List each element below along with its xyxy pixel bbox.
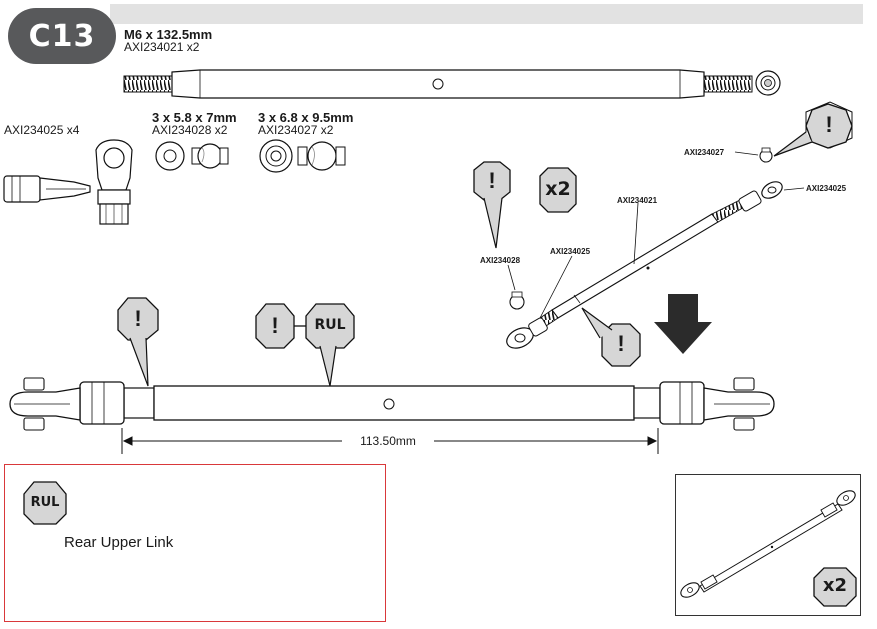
- dimension-line: [121, 428, 659, 454]
- hex-nut-icon: [755, 70, 781, 96]
- rod-end-right-assembled-icon: [659, 377, 775, 431]
- assembly-rul-tag: RUL: [314, 317, 346, 333]
- large-ball-washer-icon: [259, 139, 293, 173]
- callout-axi234021: AXI234021: [617, 196, 658, 205]
- small-ball-stud-icon: [191, 143, 229, 169]
- large-ball-part-number: AXI234027 x2: [258, 123, 334, 137]
- header-bar: [110, 4, 863, 24]
- main-part-size: M6 x 132.5mm: [124, 27, 213, 42]
- step-badge: C13: [8, 8, 116, 64]
- thumbnail-qty-label: x2: [822, 575, 848, 596]
- exploded-rod-end-left-icon: [506, 317, 548, 349]
- legend-box: [4, 464, 386, 622]
- rear-upper-link-icon: [123, 385, 661, 421]
- exploded-ball-left-icon: [509, 291, 525, 310]
- thumbnail-qty-octagon-icon: [813, 567, 857, 607]
- down-arrow-icon: [654, 294, 712, 354]
- turnbuckle-rod-icon: [123, 69, 753, 99]
- callout-axi234025-right: AXI234025: [806, 184, 847, 193]
- legend-description: Rear Upper Link: [64, 534, 174, 551]
- legend-rul-octagon-icon: [23, 481, 67, 525]
- ball-end-part-number: AXI234025 x4: [4, 123, 80, 137]
- rod-end-left-assembled-icon: [9, 377, 125, 431]
- alert-octagon-icon: [773, 101, 853, 157]
- qty-label: x2: [545, 178, 571, 200]
- callout-axi234027: AXI234027: [684, 148, 725, 157]
- alert-octagon-icon: [117, 297, 159, 387]
- thumbnail-link-icon: [680, 490, 856, 598]
- alert-mark: !: [617, 331, 625, 356]
- rod-end-front-icon: [95, 139, 133, 225]
- qty-octagon-icon: [539, 167, 577, 213]
- alert-mark: !: [488, 168, 496, 193]
- thumbnail-box: [675, 474, 861, 616]
- alert-mark: !: [825, 112, 833, 137]
- alert-mark: !: [134, 306, 142, 331]
- alert-mark: !: [271, 313, 279, 338]
- alert-octagon-icon: [581, 307, 641, 367]
- exploded-rod-icon: [539, 197, 749, 327]
- small-ball-part-number: AXI234028 x2: [152, 123, 228, 137]
- large-ball-stud-icon: [297, 141, 346, 171]
- alert-octagon-icon: [473, 161, 511, 249]
- callout-axi234025-left: AXI234025: [550, 247, 591, 256]
- exploded-ball-right-icon: [759, 147, 773, 163]
- main-part-number: AXI234021 x2: [124, 40, 200, 54]
- small-ball-size: 3 x 5.8 x 7mm: [152, 110, 237, 125]
- rul-octagon-pair-icon: [255, 303, 355, 387]
- exploded-rod-end-right-icon: [738, 181, 783, 212]
- legend-rul-tag: RUL: [30, 495, 60, 510]
- rod-end-side-icon: [3, 175, 91, 203]
- small-ball-washer-icon: [155, 141, 185, 171]
- dimension-label: 113.50mm: [360, 434, 416, 448]
- large-ball-size: 3 x 6.8 x 9.5mm: [258, 110, 354, 125]
- callout-axi234028: AXI234028: [480, 256, 521, 265]
